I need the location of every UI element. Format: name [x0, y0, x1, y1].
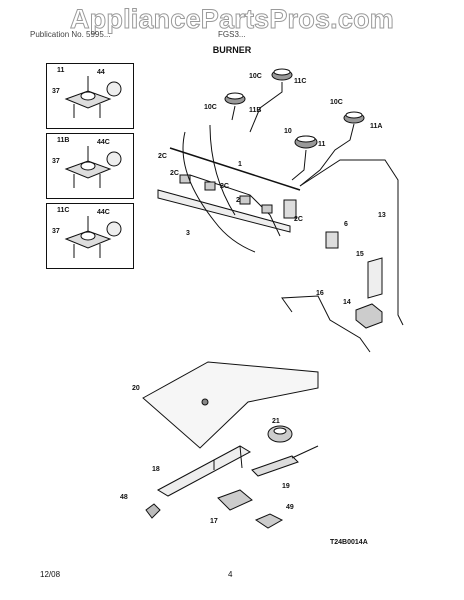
inset-drawing-1 — [64, 76, 122, 118]
callout: 3 — [186, 230, 190, 237]
callout: 13 — [378, 212, 386, 219]
footer-date: 12/08 — [40, 570, 61, 579]
callout: 15 — [356, 251, 364, 258]
callout: 2 — [236, 197, 240, 204]
screw-label: 44C — [97, 139, 110, 146]
callout: 2C — [294, 216, 303, 223]
watermark: AppliancePartsPros.com — [69, 4, 394, 35]
pin-label: 37 — [52, 228, 60, 235]
inset-id: 11 — [57, 67, 65, 74]
callout: 10C — [249, 73, 262, 80]
footer-page: 4 — [228, 570, 233, 579]
inset-drawing-3 — [64, 216, 122, 258]
callout: 18 — [152, 466, 160, 473]
callout: 17 — [210, 518, 218, 525]
callout: 10C — [330, 99, 343, 106]
inset-id: 11B — [57, 137, 70, 144]
burner-head-right-rear — [343, 111, 365, 124]
burner-head-rear-left — [271, 68, 293, 81]
inset-drawing-2 — [64, 146, 122, 188]
callout: 10C — [204, 104, 217, 111]
screw-label: 44C — [97, 209, 110, 216]
pin-label: 37 — [52, 158, 60, 165]
model-number: FGS3... — [218, 30, 246, 39]
callout: 2C — [220, 183, 229, 190]
callout: 11B — [249, 107, 261, 114]
publication-number: Publication No. 5995... — [30, 30, 111, 39]
callout: 16 — [316, 290, 324, 297]
page-title: BURNER — [212, 45, 252, 55]
pin-label: 37 — [52, 88, 60, 95]
callout: 48 — [120, 494, 128, 501]
callout: 1 — [238, 161, 242, 168]
callout: 6 — [344, 221, 348, 228]
callout: 20 — [132, 385, 140, 392]
callout: 11 — [318, 141, 326, 148]
screw-label: 44 — [97, 69, 105, 76]
burner-head-center — [294, 135, 318, 149]
callout: 49 — [286, 504, 294, 511]
callout: 2C — [158, 153, 167, 160]
callout: 10 — [284, 128, 292, 135]
callout: 19 — [282, 483, 290, 490]
inset-id: 11C — [57, 207, 70, 214]
callout: 11A — [370, 123, 382, 130]
burner-head-front-left — [224, 92, 246, 105]
figure-code: T24B0014A — [330, 539, 368, 546]
callout: 2C — [170, 170, 179, 177]
callout: 11C — [294, 78, 306, 85]
callout-labels: 10C 11C 10C 11B 10C 11A 10 11 2C 2C 2C 1… — [120, 73, 386, 525]
callout: 14 — [343, 299, 351, 306]
callout: 21 — [272, 418, 280, 425]
